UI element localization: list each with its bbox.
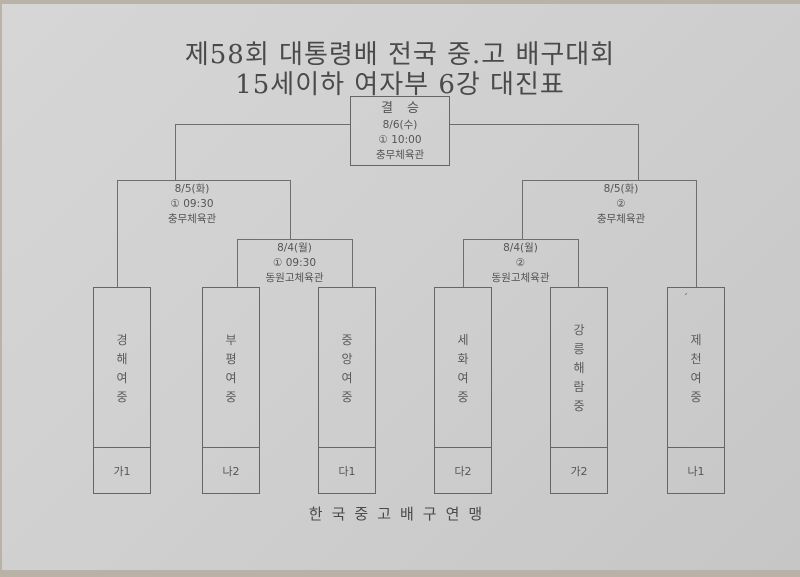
team-seed: 나2 — [203, 447, 259, 493]
semifinal-right-venue: 충무체육관 — [596, 213, 646, 225]
bracket-line — [522, 180, 696, 181]
team-name-char: 중 — [341, 332, 353, 347]
team-name-char: 중 — [457, 389, 469, 404]
team-name-char: 해 — [573, 361, 585, 375]
bracket-line — [237, 239, 352, 240]
bracket-line — [463, 239, 578, 240]
final-time: ① 10:00 — [378, 134, 422, 146]
quarterfinal-left-date: 8/4(월) — [277, 242, 312, 254]
team-seed: 다2 — [435, 447, 491, 493]
team-name: 부 평 여 중 — [203, 288, 259, 449]
team-name-char: 여 — [116, 370, 128, 385]
team-name-char: 중 — [573, 399, 585, 413]
team-seed: 가2 — [551, 447, 607, 493]
final-match-box — [350, 96, 450, 166]
pen-mark: ˊ — [683, 293, 688, 304]
semifinal-left-date: 8/5(화) — [174, 183, 210, 195]
team-box: 제 천 여 중 나1 — [667, 287, 725, 494]
team-name-char: 세 — [457, 332, 469, 347]
team-name-char: 부 — [225, 332, 237, 347]
final-match-info: 결승 8/6(수) ① 10:00 충무체육관 — [350, 100, 450, 163]
quarterfinal-right-venue: 동원고체육관 — [491, 272, 550, 284]
semifinal-left-venue: 충무체육관 — [167, 213, 217, 225]
quarterfinal-left-info: 8/4(월) ① 09:30 동원고체육관 — [237, 241, 352, 286]
team-name: 강 릉 해 람 중 — [551, 288, 607, 449]
team-name-char: 여 — [341, 370, 353, 385]
team-seed: 다1 — [319, 447, 375, 493]
team-name-char: 강 — [573, 323, 585, 337]
team-name-char: 중 — [225, 389, 237, 404]
quarterfinal-left-venue: 동원고체육관 — [265, 272, 324, 284]
bracket-line — [463, 239, 464, 287]
semifinal-left-info: 8/5(화) ① 09:30 충무체육관 — [117, 182, 267, 227]
team-name-char: 람 — [573, 380, 585, 394]
bracket-line — [352, 239, 353, 287]
team-name-char: 천 — [690, 351, 702, 366]
team-name-char: 중 — [116, 389, 128, 404]
team-box: 세 화 여 중 다2 — [434, 287, 492, 494]
bracket-line — [237, 239, 238, 287]
team-seed: 가1 — [94, 447, 150, 493]
team-seed: 나1 — [668, 447, 724, 493]
team-name-char: 해 — [116, 351, 128, 366]
semifinal-right-time: ② — [616, 198, 626, 210]
quarterfinal-right-info: 8/4(월) ② 동원고체육관 — [463, 241, 578, 286]
bracket-line — [578, 239, 579, 287]
team-name: 경 해 여 중 — [94, 288, 150, 449]
team-name: 중 앙 여 중 — [319, 288, 375, 449]
team-name-char: 중 — [341, 389, 353, 404]
team-name-char: 경 — [116, 332, 128, 347]
team-name-char: 여 — [690, 370, 702, 385]
team-name: 제 천 여 중 — [668, 288, 724, 449]
team-name-char: 화 — [457, 351, 469, 366]
team-box: 강 릉 해 람 중 가2 — [550, 287, 608, 494]
quarterfinal-right-time: ② — [515, 257, 526, 269]
tournament-title: 제58회 대통령배 전국 중.고 배구대회 — [184, 40, 616, 70]
organization-footer: 한국중고배구연맹 — [308, 505, 492, 523]
team-name-char: 제 — [690, 332, 702, 347]
final-venue: 충무체육관 — [375, 149, 425, 161]
team-name: 세 화 여 중 — [435, 288, 491, 449]
semifinal-left-time: ① 09:30 — [170, 198, 214, 210]
quarterfinal-left-time: ① 09:30 — [272, 257, 316, 269]
bracket-line — [117, 180, 290, 181]
bracket-line — [696, 180, 697, 287]
bracket-line — [175, 124, 176, 180]
team-name-char: 여 — [225, 370, 237, 385]
bracket-subtitle: 15세이하 여자부 6강 대진표 — [235, 70, 565, 100]
bracket-line — [522, 180, 523, 239]
semifinal-right-info: 8/5(화) ② 충무체육관 — [546, 182, 696, 227]
bracket-line — [450, 124, 638, 125]
team-box: 경 해 여 중 가1 — [93, 287, 151, 494]
quarterfinal-right-date: 8/4(월) — [503, 242, 538, 254]
team-name-char: 여 — [457, 370, 469, 385]
bracket-line — [638, 124, 639, 180]
team-name-char: 중 — [690, 389, 702, 404]
team-box: 부 평 여 중 나2 — [202, 287, 260, 494]
bracket-line — [175, 124, 350, 125]
final-date: 8/6(수) — [382, 119, 418, 131]
semifinal-right-date: 8/5(화) — [603, 183, 639, 195]
bracket-line — [117, 180, 118, 287]
final-label: 결승 — [381, 101, 433, 116]
team-box: 중 앙 여 중 다1 — [318, 287, 376, 494]
team-name-char: 앙 — [341, 351, 353, 366]
team-name-char: 평 — [225, 351, 237, 366]
bracket-line — [290, 180, 291, 239]
team-name-char: 릉 — [573, 342, 585, 356]
